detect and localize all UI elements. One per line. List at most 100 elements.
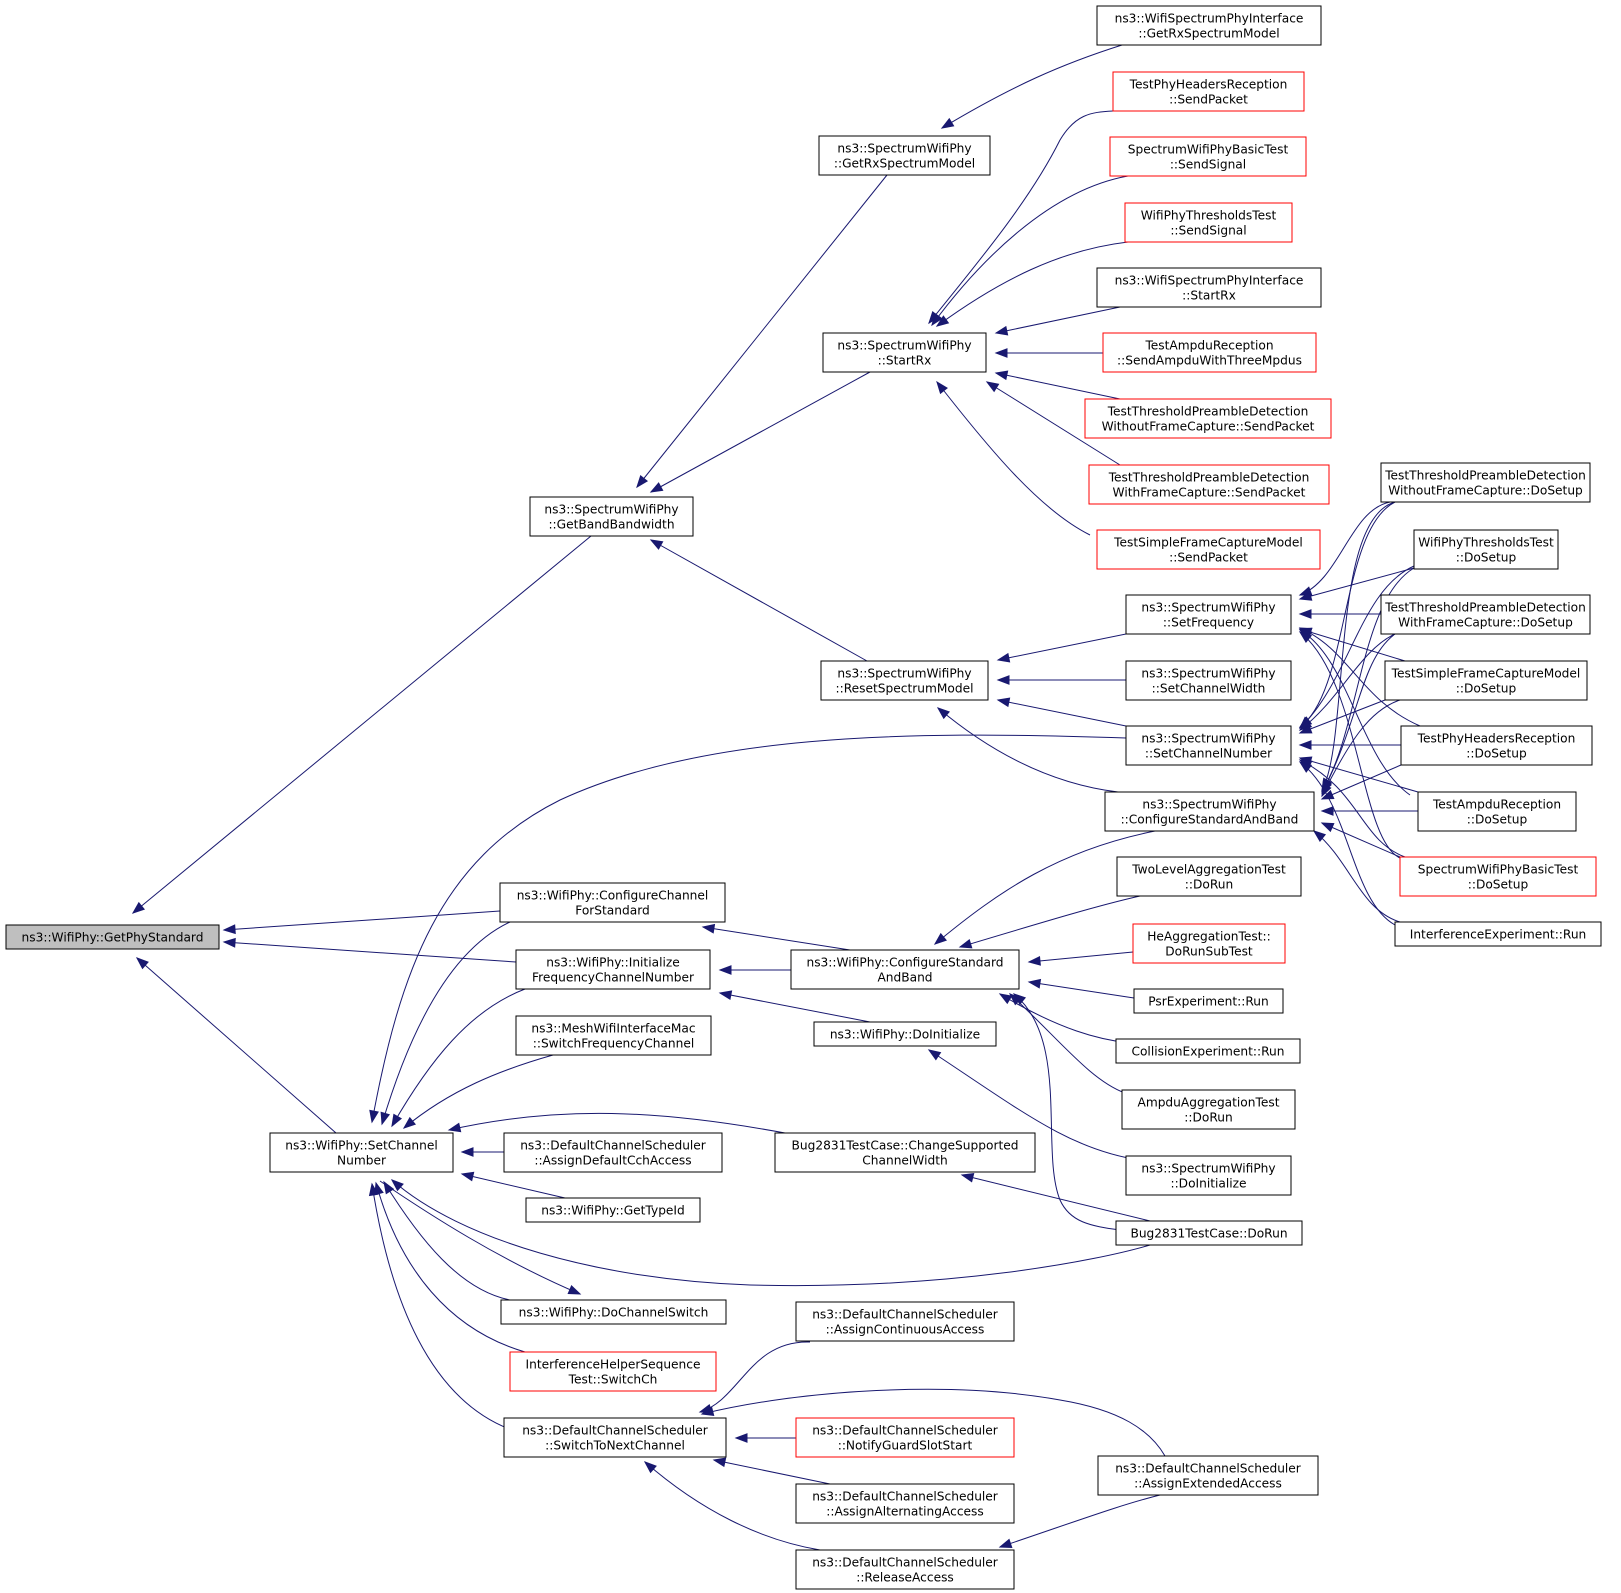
node-releaseaccess[interactable]: ns3::DefaultChannelScheduler::ReleaseAcc… — [795, 1549, 1015, 1590]
edge-line — [701, 1388, 1166, 1457]
node-label: ::SwitchFrequencyChannel — [533, 1037, 695, 1051]
node-doinitialize_wp[interactable]: ns3::WifiPhy::DoInitialize — [813, 1021, 997, 1047]
node-twolevelagg[interactable]: TwoLevelAggregationTest::DoRun — [1116, 856, 1302, 897]
node-getrxspectrummodel[interactable]: ns3::SpectrumWifiPhy::GetRxSpectrumModel — [818, 135, 991, 176]
node-label: ns3::WifiSpectrumPhyInterface — [1115, 274, 1304, 288]
node-setfrequency[interactable]: ns3::SpectrumWifiPhy::SetFrequency — [1125, 594, 1292, 635]
edge-arrowhead — [718, 990, 733, 1001]
node-swp_configurestandardandband[interactable]: ns3::SpectrumWifiPhy::ConfigureStandardA… — [1104, 791, 1315, 832]
node-swp_doinitialize[interactable]: ns3::SpectrumWifiPhy::DoInitialize — [1125, 1155, 1292, 1196]
edge-arrowhead — [712, 1457, 727, 1468]
edge-arrowhead — [940, 117, 955, 129]
node-initializefreqchannel[interactable]: ns3::WifiPhy::InitializeFrequencyChannel… — [515, 949, 711, 990]
node-assignalternating[interactable]: ns3::DefaultChannelScheduler::AssignAlte… — [795, 1483, 1015, 1524]
node-label: ns3::WifiSpectrumPhyInterface — [1115, 12, 1304, 26]
node-tsfcm_dosetup[interactable]: TestSimpleFrameCaptureModel::DoSetup — [1384, 660, 1588, 701]
edge-arrowhead — [1298, 609, 1312, 619]
edge-line — [699, 1341, 811, 1413]
node-ampduagg[interactable]: AmpduAggregationTest::DoRun — [1121, 1089, 1296, 1130]
node-label: HeAggregationTest:: — [1147, 930, 1270, 944]
node-assigndefaultcch[interactable]: ns3::DefaultChannelScheduler::AssignDefa… — [503, 1132, 723, 1173]
edge-arrowhead — [402, 1116, 417, 1129]
node-box — [1394, 921, 1602, 947]
node-swp_setchannelnumber[interactable]: ns3::SpectrumWifiPhy::SetChannelNumber — [1125, 725, 1292, 766]
node-box — [795, 1549, 1015, 1590]
node-label: WithoutFrameCapture::SendPacket — [1102, 420, 1315, 434]
node-notifyguardslot[interactable]: ns3::DefaultChannelScheduler::NotifyGuar… — [795, 1417, 1015, 1458]
node-label: ::DoSetup — [1456, 551, 1517, 565]
node-wptt_dosetup[interactable]: WifiPhyThresholdsTest::DoSetup — [1413, 529, 1559, 570]
node-label: ::GetRxSpectrumModel — [834, 157, 975, 171]
node-label: ::SetChannelWidth — [1152, 682, 1266, 696]
node-meshswitchfreq[interactable]: ns3::MeshWifiInterfaceMac::SwitchFrequen… — [515, 1015, 712, 1056]
edge-line — [403, 1054, 554, 1129]
node-heagg[interactable]: HeAggregationTest::DoRunSubTest — [1132, 923, 1286, 964]
edge-getbandbandwidth-startrx_swp — [649, 371, 871, 493]
edge-line — [1009, 993, 1126, 1094]
node-assigncontinuous[interactable]: ns3::DefaultChannelScheduler::AssignCont… — [795, 1301, 1015, 1342]
node-psrexp[interactable]: PsrExperiment::Run — [1133, 988, 1284, 1014]
node-wp_configurestandardandband[interactable]: ns3::WifiPhy::ConfigureStandardAndBand — [790, 949, 1020, 990]
node-bug2831dorun[interactable]: Bug2831TestCase::DoRun — [1115, 1220, 1303, 1246]
edge-line — [928, 110, 1114, 324]
node-wptt_sendsignal[interactable]: WifiPhyThresholdsTest::SendSignal — [1124, 202, 1293, 243]
node-ttpd_wfc_dosetup[interactable]: TestThresholdPreambleDetectionWithFrameC… — [1380, 594, 1591, 635]
node-label: WithoutFrameCapture::DoSetup — [1388, 484, 1583, 498]
edge-line — [1321, 699, 1401, 797]
node-configurechannelforstandard[interactable]: ns3::WifiPhy::ConfigureChannelForStandar… — [499, 882, 726, 923]
node-swpbt_sendsignal[interactable]: SpectrumWifiPhyBasicTest::SendSignal — [1109, 136, 1307, 177]
edge-getphystandard-setchannelnumber_wp — [135, 957, 337, 1134]
edge-line — [1321, 764, 1402, 800]
edge-line — [375, 1182, 526, 1353]
node-box — [1096, 267, 1322, 308]
edge-line — [997, 633, 1127, 661]
edge-arrowhead — [718, 965, 732, 975]
edge-getphystandard-initializefreqchannel — [222, 937, 517, 963]
edge-startrx_swp-tar_sendampdu — [994, 348, 1103, 358]
node-box — [509, 1351, 717, 1392]
node-setchannelwidth[interactable]: ns3::SpectrumWifiPhy::SetChannelWidth — [1125, 660, 1292, 701]
node-label: ::SendPacket — [1169, 551, 1248, 565]
node-box — [1115, 1220, 1303, 1246]
node-ttpd_wfc_sendpacket[interactable]: TestThresholdPreambleDetectionWithFrameC… — [1088, 464, 1330, 505]
node-bug2831change[interactable]: Bug2831TestCase::ChangeSupportedChannelW… — [774, 1132, 1036, 1173]
node-label: ::SendAmpduWithThreeMpdus — [1117, 354, 1302, 368]
edge-line — [1028, 951, 1134, 963]
node-gettypeid[interactable]: ns3::WifiPhy::GetTypeId — [525, 1197, 701, 1223]
node-tphr_dosetup[interactable]: TestPhyHeadersReception::DoSetup — [1400, 725, 1593, 766]
edge-startrx_swp-swpbt_sendsignal — [931, 175, 1129, 327]
node-assignextended[interactable]: ns3::DefaultChannelScheduler::AssignExte… — [1097, 1455, 1319, 1496]
node-label: ::GetBandBandwidth — [548, 518, 674, 532]
node-label: ::SwitchToNextChannel — [545, 1439, 685, 1453]
edge-line — [936, 381, 1091, 536]
node-interferenceexp[interactable]: InterferenceExperiment::Run — [1394, 921, 1602, 947]
edge-line — [999, 1494, 1161, 1548]
node-box — [822, 332, 987, 373]
node-tphr_sendpacket[interactable]: TestPhyHeadersReception::SendPacket — [1112, 71, 1305, 112]
node-collisionexp[interactable]: CollisionExperiment::Run — [1115, 1038, 1301, 1064]
edge-resetspectrummodel-swp_setchannelnumber — [996, 697, 1127, 727]
node-swpbt_dosetup[interactable]: SpectrumWifiPhyBasicTest::DoSetup — [1399, 856, 1597, 897]
node-getbandbandwidth[interactable]: ns3::SpectrumWifiPhy::GetBandBandwidth — [529, 496, 694, 537]
node-startrx_swp[interactable]: ns3::SpectrumWifiPhy::StartRx — [822, 332, 987, 373]
node-wsp_startrx[interactable]: ns3::WifiSpectrumPhyInterface::StartRx — [1096, 267, 1322, 308]
edge-startrx_swp-ttpd_wofc_sendpacket — [994, 370, 1121, 400]
node-wsp_getrxspectrummodel[interactable]: ns3::WifiSpectrumPhyInterface::GetRxSpec… — [1096, 5, 1322, 46]
node-getphystandard[interactable]: ns3::WifiPhy::GetPhyStandard — [5, 924, 220, 950]
edge-line — [1013, 993, 1121, 1231]
edge-arrowhead — [131, 901, 146, 914]
node-switchtonextchannel[interactable]: ns3::DefaultChannelScheduler::SwitchToNe… — [503, 1417, 727, 1458]
node-label: ::AssignContinuousAccess — [826, 1323, 985, 1337]
node-dochannelswitch[interactable]: ns3::WifiPhy::DoChannelSwitch — [500, 1299, 727, 1325]
node-resetspectrummodel[interactable]: ns3::SpectrumWifiPhy::ResetSpectrumModel — [820, 660, 989, 701]
node-ttpd_wofc_dosetup[interactable]: TestThresholdPreambleDetectionWithoutFra… — [1380, 462, 1591, 503]
node-setchannelnumber_wp[interactable]: ns3::WifiPhy::SetChannelNumber — [269, 1132, 454, 1173]
node-ttpd_wofc_sendpacket[interactable]: TestThresholdPreambleDetectionWithoutFra… — [1084, 398, 1332, 439]
edge-line — [379, 1180, 581, 1295]
node-tar_dosetup[interactable]: TestAmpduReception::DoSetup — [1417, 791, 1577, 832]
node-tar_sendampdu[interactable]: TestAmpduReception::SendAmpduWithThreeMp… — [1102, 332, 1317, 373]
node-tsfcm_sendpacket[interactable]: TestSimpleFrameCaptureModel::SendPacket — [1096, 529, 1321, 570]
edge-wp_configurestandardandband-psrexp — [1027, 978, 1135, 999]
